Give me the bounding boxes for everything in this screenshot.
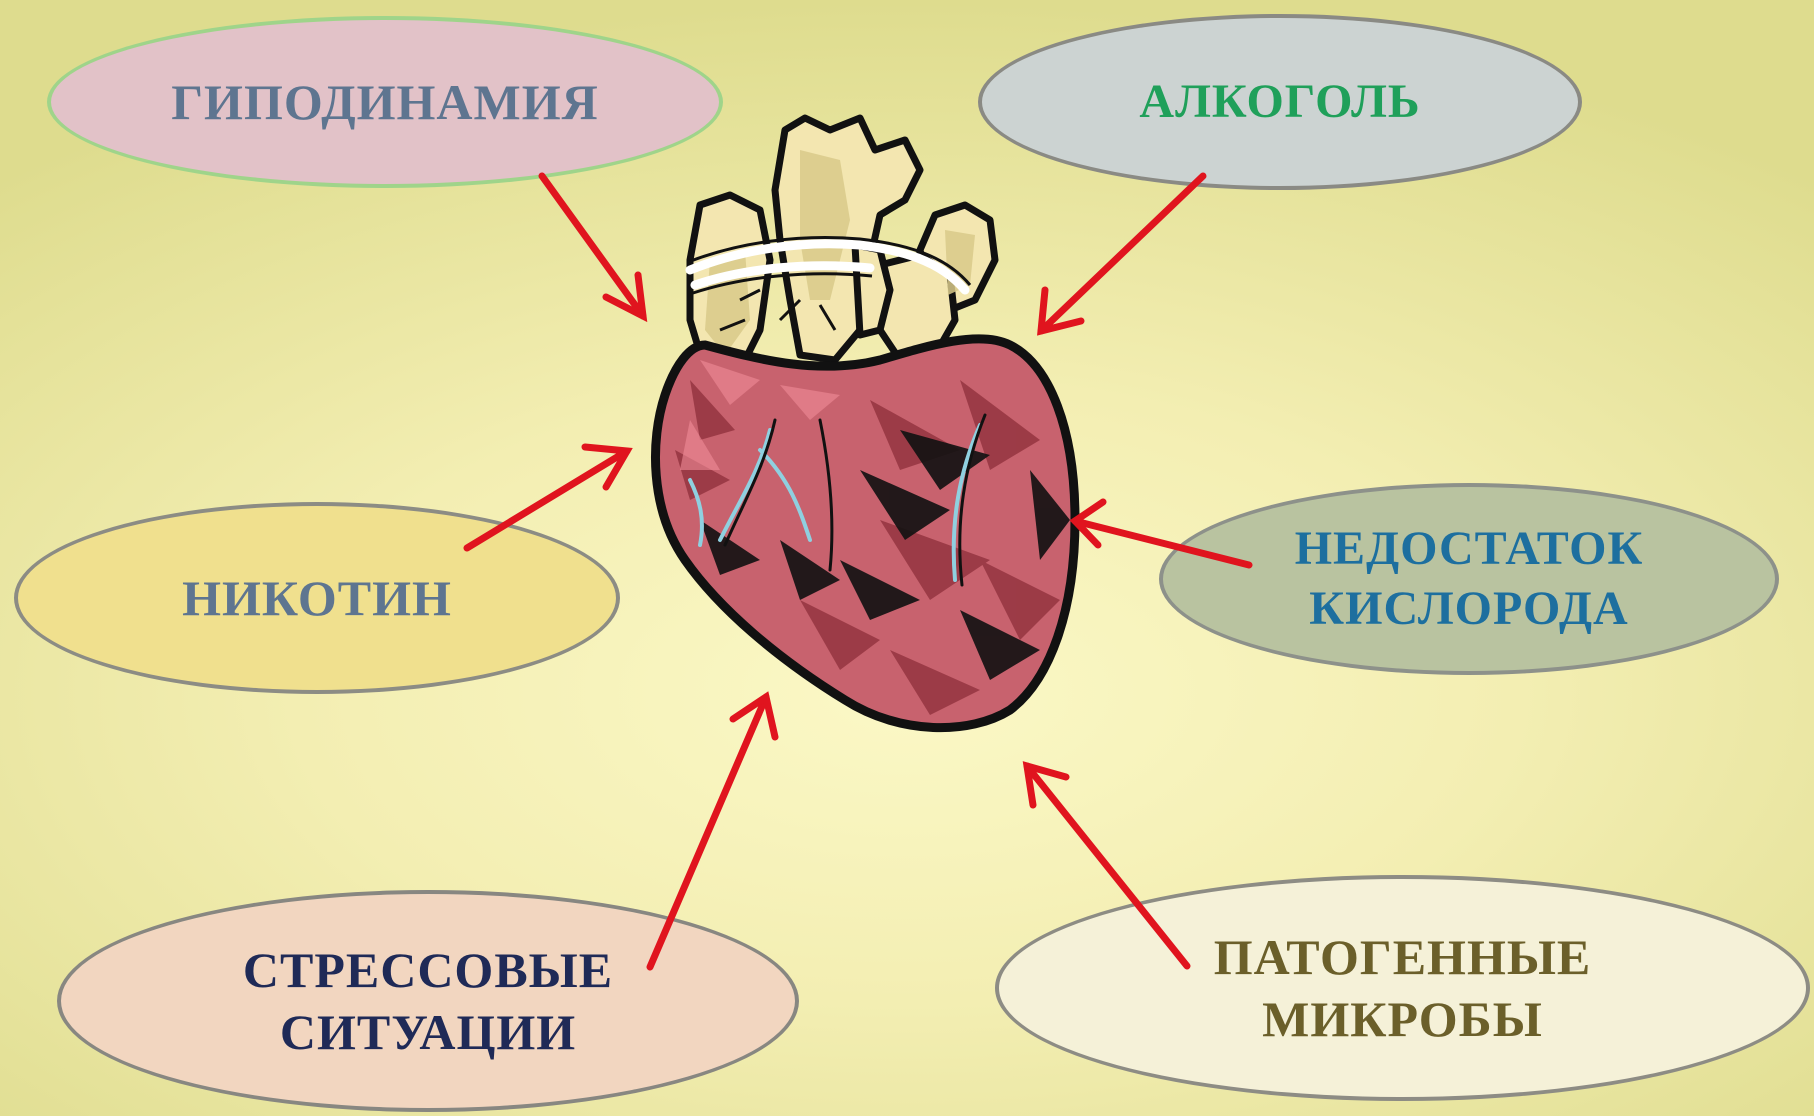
arrow-from-microbes <box>1027 766 1187 966</box>
arrow-from-stress <box>650 697 775 967</box>
arrow-from-alcohol <box>1041 176 1203 331</box>
arrow-from-hypodynamia <box>542 176 643 316</box>
arrow-from-oxygen-deficit <box>1075 502 1249 565</box>
arrow-from-nicotine <box>467 447 627 548</box>
